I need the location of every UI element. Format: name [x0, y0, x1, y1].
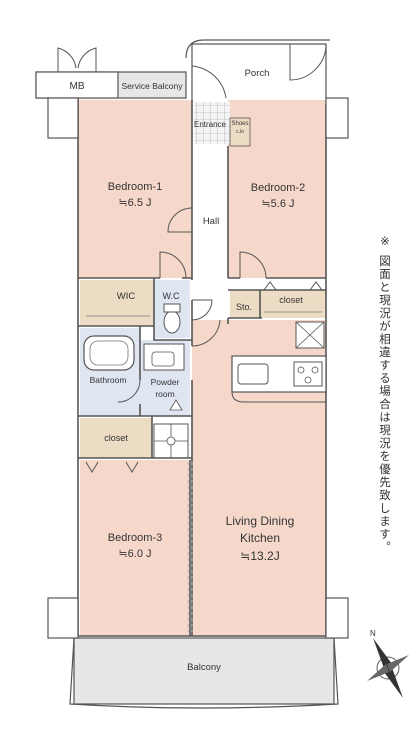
toilet-bowl	[163, 310, 181, 334]
kitchen-sink	[237, 363, 269, 385]
pillar-tr	[325, 97, 349, 139]
shoes-sub-label: c.lo	[236, 129, 244, 135]
wc-label: W.C	[163, 291, 180, 301]
burner-3	[304, 376, 312, 384]
door-hall-bed1	[167, 207, 193, 233]
compass-rose: N	[367, 629, 409, 698]
hall-floor	[192, 150, 228, 320]
closet2-floor	[260, 290, 326, 318]
closet3-label: closet	[104, 433, 128, 443]
balcony-outer-wall	[69, 637, 339, 709]
powder-label-1: Powder	[151, 377, 180, 387]
bedroom1-floor	[78, 100, 192, 278]
entrance-tiles	[194, 102, 230, 144]
ldk-line1: Living Dining	[226, 514, 295, 528]
door-bed2	[239, 251, 267, 279]
pillar-tl	[47, 97, 79, 139]
burner-1	[297, 366, 305, 374]
mb-door-right	[77, 47, 97, 72]
bathtub	[83, 335, 135, 371]
cooktop	[293, 361, 323, 387]
door-bath	[117, 379, 141, 403]
porch-curve-wall	[185, 39, 330, 59]
bedroom2-name: Bedroom-2	[251, 182, 305, 194]
bedroom3-floor	[80, 460, 190, 636]
entrance-label: Entrance	[194, 120, 227, 129]
bedroom1-name: Bedroom-1	[108, 181, 162, 193]
service-balcony-label: Service Balcony	[122, 81, 184, 91]
powder-label-2: room	[155, 389, 174, 399]
bedroom1-size: ≒6.5 J	[118, 197, 151, 209]
washer-drain	[166, 436, 176, 446]
bedroom2-size: ≒5.6 J	[261, 198, 294, 210]
mb-door-left	[57, 47, 77, 72]
wall-sto	[228, 289, 326, 319]
compass-north-label: N	[370, 629, 376, 638]
wic-label: WIC	[117, 291, 136, 302]
bathtub-inner	[89, 340, 129, 366]
balcony-label: Balcony	[187, 662, 221, 673]
wic-floor	[80, 280, 154, 326]
fridge-cross	[295, 321, 325, 349]
bedroom3-size: ≒6.0 J	[118, 548, 151, 560]
counter-base	[231, 391, 326, 403]
closet3-floor	[80, 418, 152, 458]
porch-floor	[191, 43, 327, 105]
washbasin-bowl	[151, 351, 175, 367]
door-wc	[191, 299, 213, 321]
ldk-size: ≒13.2J	[240, 549, 279, 563]
toilet-tank	[163, 303, 181, 313]
door-porch	[191, 65, 227, 104]
hall-marker	[169, 399, 183, 411]
wall-wc	[153, 278, 192, 341]
closet2-label: closet	[279, 295, 303, 305]
porch-label: Porch	[245, 68, 270, 79]
sto-label: Sto.	[236, 302, 252, 312]
balcony-floor	[73, 637, 335, 705]
shoes-label: Shoes	[231, 121, 248, 127]
door-ldk	[191, 319, 221, 347]
wall-closet3	[78, 415, 192, 459]
mb-label: MB	[70, 81, 85, 92]
door-entrance	[289, 43, 327, 81]
pillar-bl	[47, 597, 79, 639]
hall-label: Hall	[203, 216, 219, 227]
door-bed1	[159, 251, 187, 279]
sto-floor	[230, 290, 260, 318]
bathroom-label: Bathroom	[90, 375, 127, 385]
pillar-br	[325, 597, 349, 639]
closet2-doors	[263, 281, 323, 291]
shoes-closet	[229, 117, 251, 147]
bedroom3-name: Bedroom-3	[108, 532, 162, 544]
disclaimer-note: ※ 図面と現況が相違する場合は現況を優先致します。	[378, 234, 392, 554]
burner-2	[311, 366, 319, 374]
sliding-door	[187, 462, 193, 632]
ldk-line2: Kitchen	[240, 531, 280, 545]
closet3-doors	[85, 461, 139, 473]
